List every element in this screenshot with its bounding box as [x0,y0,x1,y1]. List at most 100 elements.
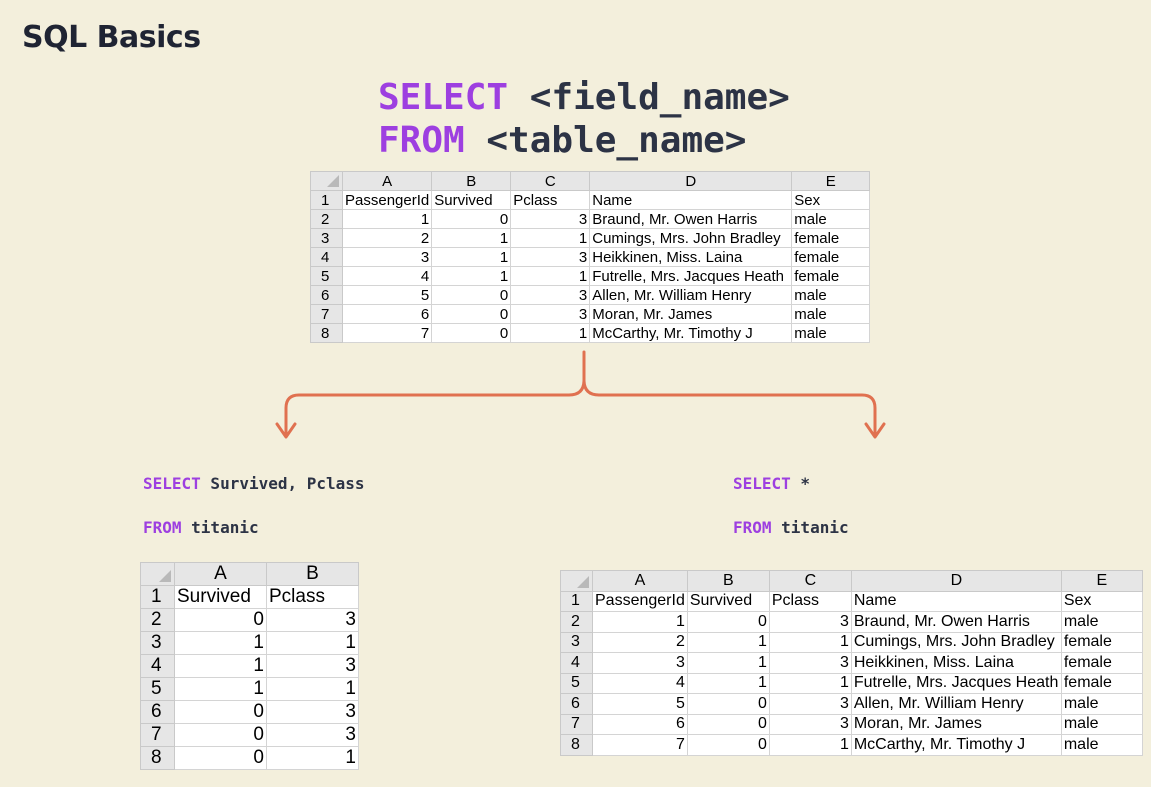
header-cell: Survived [686,590,770,612]
column-letter: C [510,171,591,191]
table-cell: male [1060,734,1143,756]
row-number: 8 [560,734,593,756]
table-cell: female [791,247,871,267]
field-placeholder: <field_name> [508,77,790,118]
select-line: SELECT * [733,474,849,494]
header-cell: Survived [174,585,267,609]
header-cell: PassengerId [341,190,433,210]
table-cell: male [1060,713,1143,735]
table-cell: 3 [592,652,688,674]
row-number: 2 [310,209,343,229]
column-letter: A [174,562,267,586]
table-cell: McCarthy, Mr. Timothy J [589,323,793,343]
table-cell: 1 [266,677,359,701]
row-number: 1 [140,585,175,609]
table-cell: 2 [592,631,688,653]
table-cell: 1 [768,631,852,653]
row-number: 8 [140,746,175,770]
row-number: 5 [560,672,593,694]
row-number: 1 [560,590,593,612]
column-letter: B [266,562,359,586]
table-cell: 0 [174,723,267,747]
row-number: 4 [560,652,593,674]
table-cell: 3 [266,608,359,632]
table-cell: female [1060,672,1143,694]
table-cell: 2 [341,228,433,248]
table-cell: female [1060,631,1143,653]
row-number: 4 [140,654,175,678]
table-cell: 1 [174,654,267,678]
from-keyword: FROM [143,518,182,537]
arrow-trunk [284,350,586,436]
from-keyword: FROM [378,120,465,161]
table-cell: 1 [174,677,267,701]
select-all-query: SELECT * FROM titanic [733,474,849,538]
table-cell: 1 [686,631,770,653]
table-cell: Cumings, Mrs. John Bradley [850,631,1062,653]
table-cell: 1 [768,734,852,756]
column-letter: D [850,570,1062,592]
column-letter: A [592,570,688,592]
table-cell: 0 [686,713,770,735]
table-cell: 3 [266,700,359,724]
table-cell: female [1060,652,1143,674]
table-cell: McCarthy, Mr. Timothy J [850,734,1062,756]
table-cell: 4 [592,672,688,694]
row-number: 2 [140,608,175,632]
row-number: 5 [140,677,175,701]
table-name: titanic [771,518,849,537]
select-all-corner [560,570,593,592]
row-number: 6 [140,700,175,724]
table-cell: female [791,266,871,286]
select-line: SELECT <field_name> [378,76,790,119]
row-number: 7 [310,304,343,324]
select-keyword: SELECT [378,77,509,118]
table-cell: 3 [266,723,359,747]
table-placeholder: <table_name> [464,120,747,161]
table-cell: Futrelle, Mrs. Jacques Heath [589,266,793,286]
table-cell: 0 [174,608,267,632]
row-number: 1 [310,190,343,210]
table-cell: 0 [686,734,770,756]
table-cell: 1 [174,631,267,655]
row-number: 7 [140,723,175,747]
column-letter: E [1060,570,1143,592]
table-cell: 1 [592,611,688,633]
table-cell: 0 [174,746,267,770]
table-cell: 1 [686,652,770,674]
table-cell: 1 [768,672,852,694]
table-cell: 3 [768,652,852,674]
table-cell: 3 [768,693,852,715]
star-wildcard: * [790,474,811,493]
table-cell: male [1060,693,1143,715]
slide-title: SQL Basics [22,20,201,55]
table-cell: 1 [266,746,359,770]
table-cell: 3 [768,611,852,633]
table-cell: 0 [686,693,770,715]
row-number: 4 [310,247,343,267]
column-list: Survived, Pclass [200,474,365,493]
header-cell: Sex [1060,590,1143,612]
table-cell: 1 [686,672,770,694]
select-keyword: SELECT [733,474,791,493]
table-cell: Allen, Mr. William Henry [850,693,1062,715]
